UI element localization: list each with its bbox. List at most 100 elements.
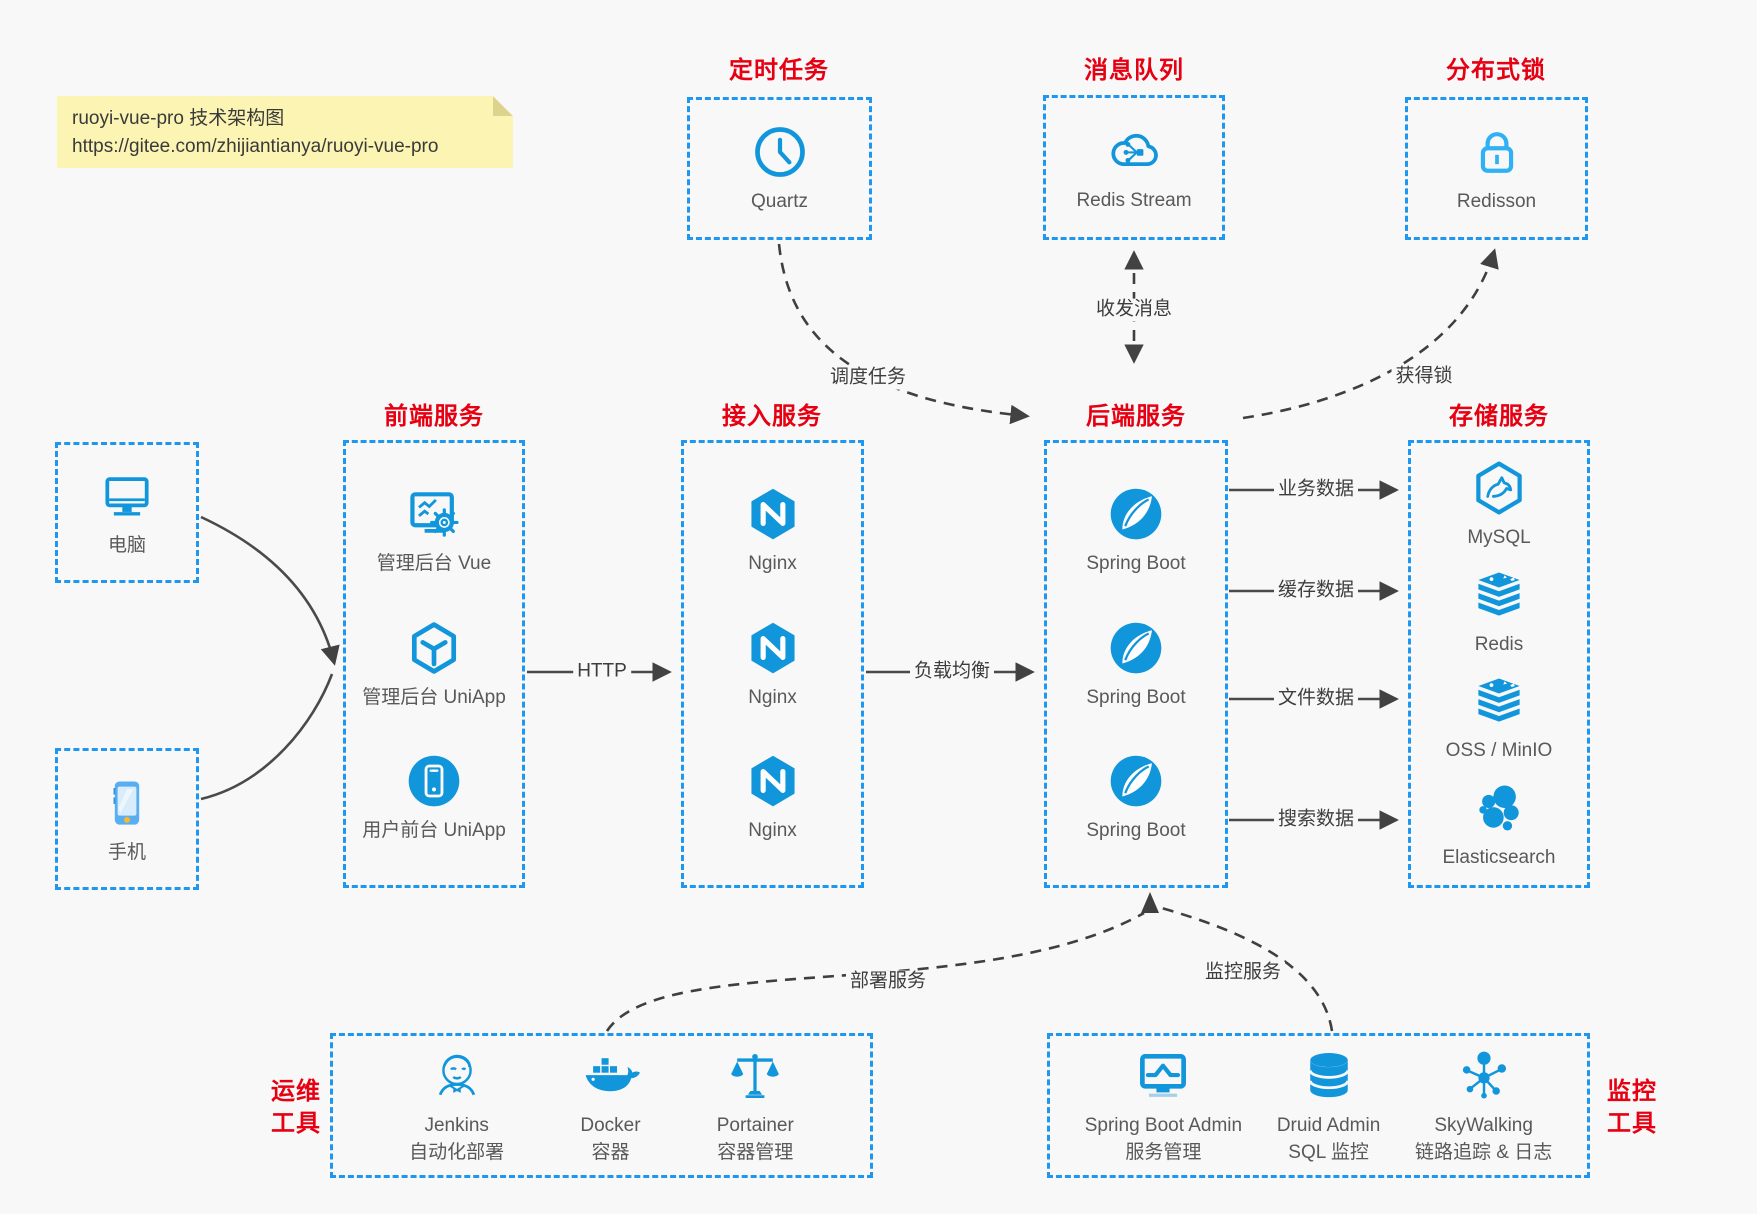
edge-label-deploy: 部署服务 (845, 970, 931, 994)
nginx-icon (743, 484, 803, 544)
diagram-node-docker: Docker 容器 (580, 1046, 641, 1165)
edge-label-monitor: 监控服务 (1200, 961, 1286, 985)
node-label: 管理后台 Vue (376, 553, 492, 575)
node-label: Spring Boot (1086, 686, 1186, 708)
diagram-node-skywalking: SkyWalking 链路追踪 & 日志 (1415, 1046, 1552, 1165)
node-sublabel: 容器管理 (717, 1142, 794, 1163)
diagram-node-jenkins: Jenkins 自动化部署 (409, 1046, 504, 1165)
group-title-backend: 后端服务 (1086, 403, 1186, 430)
group-title-ops-tools: 运维 工具 (271, 1078, 321, 1137)
skywalking-icon (1454, 1046, 1514, 1106)
edge-label-cache-data: 缓存数据 (1273, 579, 1359, 603)
node-label: Elasticsearch (1442, 847, 1556, 869)
diagram-node-clock: Quartz (750, 122, 810, 214)
node-label: Redis (1474, 633, 1524, 655)
edge-label-schedule: 调度任务 (825, 366, 911, 390)
note-title: ruoyi-vue-pro 技术架构图 (72, 108, 285, 129)
diagram-node-cloud-stream: Redis Stream (1076, 121, 1192, 213)
node-label: Druid Admin (1276, 1114, 1381, 1136)
diagram-node-es: Elasticsearch (1443, 778, 1556, 870)
box-pc-client: 电脑 (55, 442, 199, 583)
node-sublabel: SQL 监控 (1288, 1142, 1369, 1163)
diagram-node-spring: Spring Boot (1086, 484, 1186, 576)
diagram-node-nginx: Nginx (743, 751, 803, 843)
node-label: Spring Boot (1086, 820, 1186, 842)
edge-label-file-data: 文件数据 (1273, 687, 1359, 711)
diagram-node-lock: Redisson (1457, 122, 1536, 214)
node-label: OSS / MinIO (1445, 740, 1553, 762)
node-sublabel: 自动化部署 (409, 1142, 505, 1163)
box-redisson: Redisson (1405, 97, 1588, 240)
diagram-node-oss: OSS / MinIO (1445, 671, 1553, 763)
box-phone-client: 手机 (55, 748, 199, 890)
node-label: 电脑 (107, 535, 146, 557)
box-redis-stream: Redis Stream (1043, 95, 1225, 240)
diagram-node-redis: Redis (1469, 565, 1529, 657)
node-label: Docker (580, 1114, 641, 1136)
node-label: 手机 (107, 841, 146, 863)
edge-phone-to-frontend (200, 673, 334, 801)
group-title-distributed-lock: 分布式锁 (1446, 57, 1546, 84)
diagram-node-smartphone: 手机 (97, 773, 157, 865)
jenkins-icon (427, 1046, 487, 1106)
edge-merge-arrowhead (1141, 892, 1159, 913)
edge-label-loadbalance: 负载均衡 (909, 660, 995, 684)
group-title-scheduled-task: 定时任务 (729, 57, 829, 84)
redis-icon (1469, 565, 1529, 625)
cloud-stream-icon (1104, 121, 1164, 181)
clock-icon (750, 122, 810, 182)
nginx-icon (743, 751, 803, 811)
edge-get-lock (1242, 248, 1499, 420)
edge-label-lock: 获得锁 (1391, 365, 1457, 389)
node-label: Nginx (748, 820, 797, 842)
node-label: Nginx (748, 686, 797, 708)
box-frontend-services: 管理后台 Vue 管理后台 UniApp 用户前台 UniApp (343, 440, 525, 888)
node-label: Redisson (1456, 191, 1537, 213)
node-sublabel: 链路追踪 & 日志 (1415, 1142, 1553, 1163)
edge-label-business-data: 业务数据 (1273, 478, 1359, 502)
mysql-icon (1469, 458, 1529, 518)
node-label: Spring Boot Admin (1084, 1114, 1243, 1136)
node-label: Jenkins (424, 1114, 489, 1136)
diagram-node-nginx: Nginx (743, 484, 803, 576)
node-label: Quartz (750, 191, 809, 213)
node-label: SkyWalking (1434, 1114, 1533, 1136)
sticky-note: ruoyi-vue-pro 技术架构图 https://gitee.com/zh… (57, 96, 513, 168)
diagram-node-sba: Spring Boot Admin 服务管理 (1085, 1046, 1242, 1165)
edge-label-search-data: 搜索数据 (1273, 808, 1359, 832)
es-icon (1469, 778, 1529, 838)
diagram-node-mysql: MySQL (1467, 458, 1531, 550)
group-title-gateway: 接入服务 (722, 403, 822, 430)
node-label: 管理后台 UniApp (362, 686, 506, 708)
note-url: https://gitee.com/zhijiantianya/ruoyi-vu… (72, 135, 439, 157)
node-label: MySQL (1467, 526, 1531, 548)
diagram-node-spring: Spring Boot (1086, 751, 1186, 843)
nginx-icon (743, 618, 803, 678)
diagram-node-circle-phone: 用户前台 UniApp (362, 751, 506, 843)
node-sublabel: 容器 (591, 1142, 630, 1163)
desktop-icon (97, 466, 157, 526)
node-sublabel: 服务管理 (1125, 1142, 1202, 1163)
spring-icon (1106, 751, 1166, 811)
druid-icon (1299, 1046, 1359, 1106)
group-title-storage: 存储服务 (1449, 403, 1549, 430)
sba-icon (1133, 1046, 1193, 1106)
circle-phone-icon (404, 751, 464, 811)
node-label: 用户前台 UniApp (362, 820, 506, 842)
spring-icon (1106, 618, 1166, 678)
portainer-icon (725, 1046, 785, 1106)
smartphone-icon (97, 773, 157, 833)
group-title-message-queue: 消息队列 (1084, 57, 1184, 84)
docker-icon (580, 1046, 641, 1106)
box-quartz: Quartz (687, 97, 872, 240)
group-title-frontend: 前端服务 (384, 403, 484, 430)
cube-icon (404, 618, 464, 678)
diagram-node-nginx: Nginx (743, 618, 803, 710)
edge-label-message: 收发消息 (1091, 298, 1177, 322)
diagram-node-admin-vue: 管理后台 Vue (377, 484, 491, 576)
admin-vue-icon (404, 484, 464, 544)
node-label: Redis Stream (1076, 190, 1192, 212)
